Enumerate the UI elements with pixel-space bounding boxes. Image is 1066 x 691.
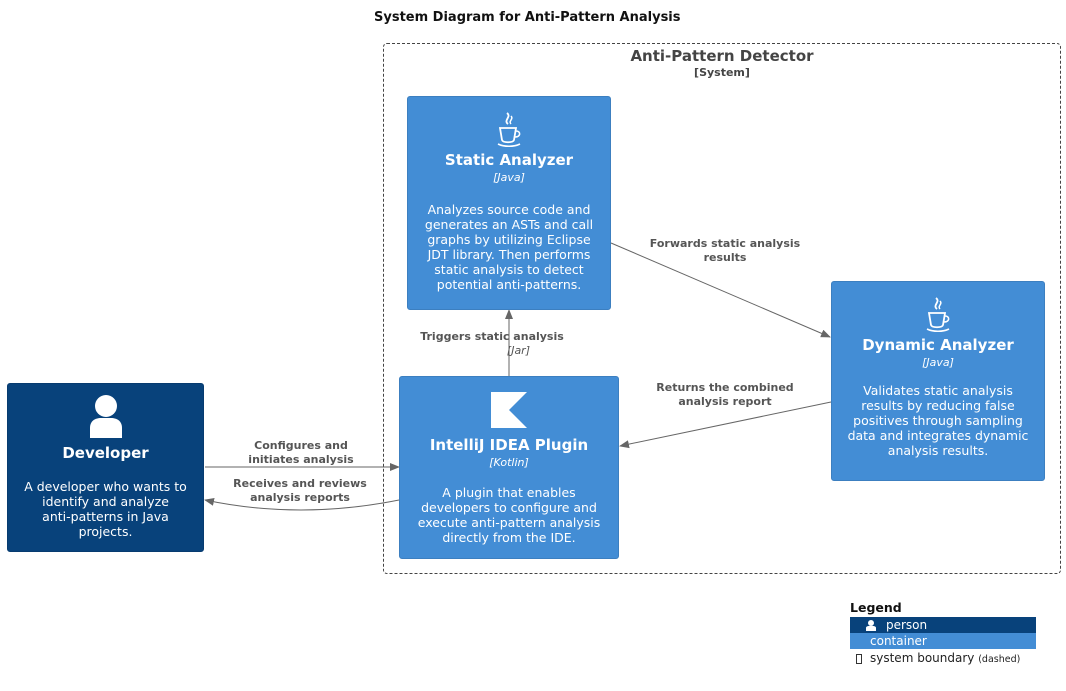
diagram-title: System Diagram for Anti-Pattern Analysis (374, 10, 681, 25)
system-boundary (383, 43, 1061, 574)
static-analyzer-tech: [Java] (493, 171, 525, 184)
boundary-type: [System] (694, 66, 750, 79)
boundary-swatch-icon (856, 654, 862, 664)
intellij-plugin-box[interactable]: IntelliJ IDEA Plugin [Kotlin] A plugin t… (399, 376, 619, 559)
dynamic-analyzer-name: Dynamic Analyzer (862, 336, 1014, 354)
static-analyzer-box[interactable]: Static Analyzer [Java] Analyzes source c… (407, 96, 611, 310)
developer-desc: A developer who wants to identify and an… (24, 479, 187, 539)
edge-label-receives: Receives and reviews analysis reports (233, 477, 367, 504)
dynamic-analyzer-box[interactable]: Dynamic Analyzer [Java] Validates static… (831, 281, 1045, 481)
dynamic-analyzer-tech: [Java] (922, 356, 954, 369)
java-icon (926, 297, 950, 333)
edge-label-triggers: Triggers static analysis [Jar] (420, 330, 564, 357)
intellij-plugin-tech: [Kotlin] (489, 456, 529, 469)
edge-label-returns: Returns the combined analysis report (656, 381, 794, 408)
edge-receives (204, 497, 400, 511)
edge-returns (619, 401, 832, 449)
static-analyzer-name: Static Analyzer (444, 151, 574, 169)
legend-title: Legend (850, 600, 902, 615)
java-icon (497, 112, 521, 148)
developer-box[interactable]: Developer A developer who wants to ident… (7, 383, 204, 552)
legend-container: container (850, 633, 1036, 649)
edge-label-forwards: Forwards static analysis results (649, 237, 801, 264)
legend-boundary: system boundary (dashed) (850, 650, 1036, 666)
intellij-plugin-name: IntelliJ IDEA Plugin (429, 436, 589, 454)
person-icon (89, 395, 122, 438)
static-analyzer-desc: Analyzes source code and generates an AS… (424, 202, 594, 292)
person-icon (866, 620, 876, 631)
dynamic-analyzer-desc: Validates static analysis results by red… (847, 383, 1029, 458)
edge-forwards (610, 242, 831, 338)
boundary-title: Anti-Pattern Detector (630, 47, 814, 65)
developer-name: Developer (62, 444, 149, 462)
kotlin-icon (491, 392, 527, 428)
legend-person: person (850, 617, 1036, 633)
intellij-plugin-desc: A plugin that enables developers to conf… (417, 485, 601, 545)
edge-label-configures: Configures and initiates analysis (248, 439, 354, 466)
